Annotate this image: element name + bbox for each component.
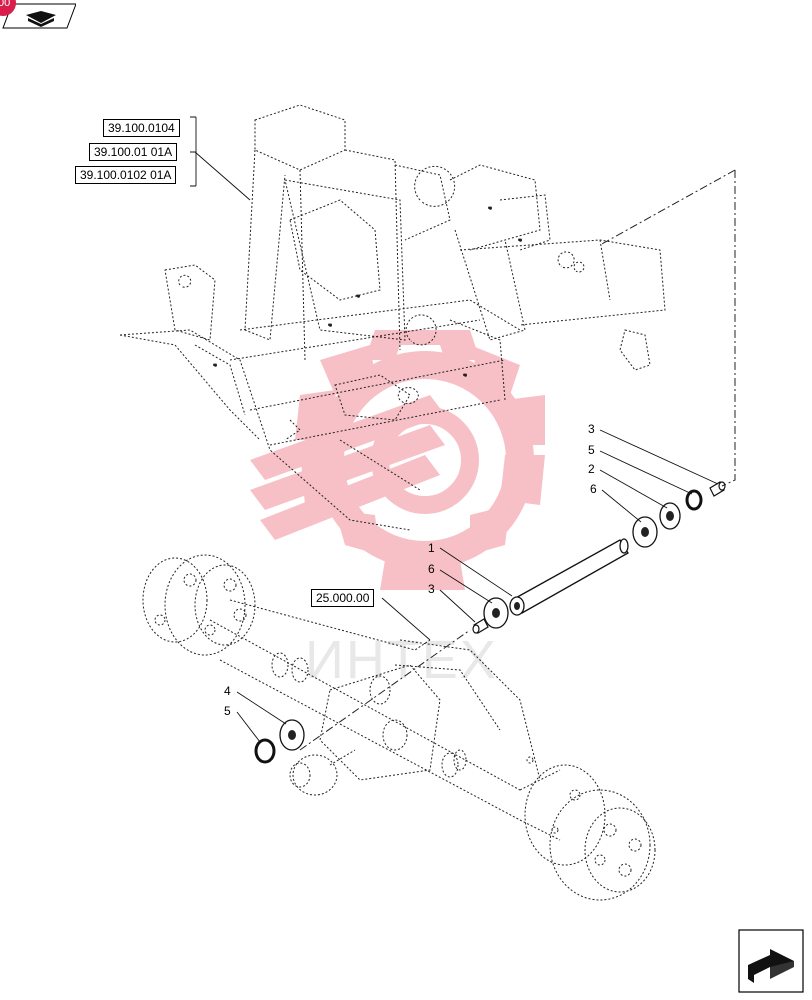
callout-5-upper: 5 [588,443,595,457]
washer-6-lower [483,597,509,629]
washer-2 [659,502,681,530]
washer-4 [279,719,305,751]
callout-4: 4 [224,684,231,698]
next-page-button[interactable] [738,929,804,993]
pivot-pin [509,538,629,616]
reference-39-100-0102-01a[interactable]: 39.100.0102 01A [75,166,177,184]
callout-1: 1 [428,541,435,555]
axle-assembly [142,554,656,901]
fitting-3-lower [472,618,489,634]
assembly-axis-line [299,169,736,751]
ring-5-upper [685,489,703,511]
watermark-text: ИНТЕХ [305,630,498,690]
open-book-icon [26,11,56,27]
leader-lines [190,116,719,743]
page-badge-text: 00 [0,0,11,9]
callout-3-lower: 3 [428,582,435,596]
frame-assembly [119,104,666,531]
page-badge [0,0,16,16]
reference-39-100-0104[interactable]: 39.100.0104 [103,119,180,137]
callout-6-upper: 6 [590,482,597,496]
callout-5-lower: 5 [224,704,231,718]
callout-6-lower: 6 [428,562,435,576]
watermark-logo [250,330,545,590]
ring-5-lower [254,738,276,764]
reference-39-100-01-01a[interactable]: 39.100.01 01A [89,143,178,161]
next-page-arrow-icon [738,929,804,993]
washer-6-upper [632,516,658,548]
header-tab[interactable]: 00 [0,0,76,30]
reference-25-000-00[interactable]: 25.000.00 [311,589,375,607]
fitting-3-upper [709,481,726,497]
callout-2: 2 [588,462,595,476]
callout-3-upper: 3 [588,422,595,436]
